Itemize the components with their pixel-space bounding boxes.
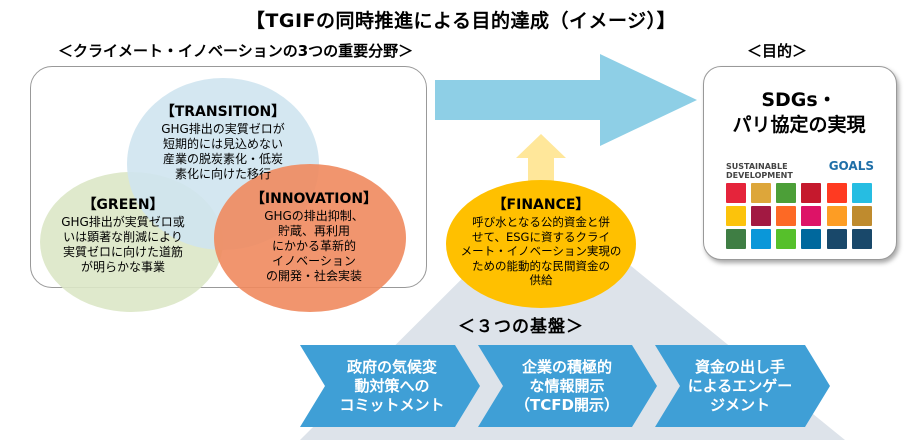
green-title: 【GREEN】 xyxy=(82,197,164,213)
green-text: 【GREEN】 GHG排出が実質ゼロ或 いは顕著な削減により 実質ゼロに向けた道… xyxy=(48,196,198,275)
sdg-tile xyxy=(826,183,847,203)
innovation-text: 【INNOVATION】 GHGの排出抑制、 貯蔵、再利用 にかかる革新的 イノ… xyxy=(234,190,394,284)
foundation-line: コミットメント xyxy=(339,396,445,414)
foundation-line: 資金の出し手 xyxy=(694,358,785,376)
sdg-tile xyxy=(826,229,847,249)
sdg-tile xyxy=(826,206,847,226)
sdg-tile xyxy=(801,183,822,203)
sdg-goals-big: GOALS xyxy=(828,159,874,173)
purpose-arrow xyxy=(435,54,697,146)
purpose-box xyxy=(703,66,897,260)
green-line: 実質ゼロに向けた道筋 xyxy=(62,245,183,259)
sdg-tile xyxy=(851,229,872,249)
transition-title: 【TRANSITION】 xyxy=(160,104,286,120)
purpose-header: ＜目的＞ xyxy=(747,42,808,60)
sdg-tile xyxy=(726,183,746,203)
sdg-tile xyxy=(751,183,772,203)
finance-title: 【FINANCE】 xyxy=(492,197,590,213)
foundation-2-text: 企業の積極的 な情報開示 （TCFD開示） xyxy=(494,358,640,415)
innovation-line: 貯蔵、再利用 xyxy=(277,224,350,238)
sdg-tile xyxy=(776,183,797,203)
sdg-tile xyxy=(776,229,797,249)
sdg-tile xyxy=(851,206,872,226)
sdg-tile xyxy=(726,229,746,249)
sdg-tile xyxy=(751,206,772,226)
foundation-1-text: 政府の気候変 動対策への コミットメント xyxy=(322,358,462,415)
foundation-line: （TCFD開示） xyxy=(515,396,619,414)
transition-line: 素化に向けた移行 xyxy=(174,167,271,181)
foundation-chevron-1 xyxy=(300,345,480,427)
foundation-line: ジメント xyxy=(709,396,770,414)
green-line: GHG排出が実質ゼロ或 xyxy=(61,215,185,229)
foundation-chevron-3 xyxy=(655,345,830,427)
areas-header: ＜クライメート・イノベーションの3つの重要分野＞ xyxy=(58,42,414,60)
foundation-line: 動対策への xyxy=(354,377,430,395)
finance-line: ための能動的な民間資金の xyxy=(472,258,610,273)
foundation-line: 企業の積極的 xyxy=(521,358,612,376)
purpose-title-line: SDGs・ xyxy=(761,89,837,111)
innovation-circle xyxy=(214,164,406,312)
transition-line: 短期的には見込めない xyxy=(162,137,283,151)
foundation-line: によるエンゲー xyxy=(687,377,793,395)
finance-line: メート・イノベーション実現の xyxy=(460,244,622,258)
sdg-goals-header: SUSTAINABLE DEVELOPMENT GOALS xyxy=(726,159,874,180)
sdg-tiles xyxy=(726,183,874,249)
foundations-header: ＜３つの基盤＞ xyxy=(458,317,584,337)
sdg-logo: SUSTAINABLE DEVELOPMENT GOALS xyxy=(726,159,874,249)
finance-line: 供給 xyxy=(529,273,553,287)
page-title: 【TGIFの同時推進による目的達成（イメージ）】 xyxy=(245,10,677,32)
sdg-tile xyxy=(726,206,746,226)
finance-line: 呼び水となる公的資金と併 xyxy=(472,215,610,229)
purpose-title: SDGs・ パリ協定の実現 xyxy=(703,88,895,138)
sdg-tile xyxy=(776,206,797,226)
innovation-title: 【INNOVATION】 xyxy=(250,191,378,207)
sdg-tile xyxy=(851,183,872,203)
foundation-chevron-2 xyxy=(478,345,657,427)
finance-up-arrow xyxy=(516,134,566,182)
innovation-line: にかかる革新的 xyxy=(271,239,356,253)
finance-circle xyxy=(446,180,636,308)
transition-line: GHG排出の実質ゼロが xyxy=(161,122,285,136)
finance-line: せて、ESGに資するクライ xyxy=(472,229,610,244)
innovation-line: GHGの排出抑制、 xyxy=(264,209,364,223)
finance-text: 【FINANCE】 呼び水となる公的資金と併 せて、ESGに資するクライ メート… xyxy=(450,196,632,288)
green-line: が明らかな事業 xyxy=(80,260,165,274)
foundation-line: な情報開示 xyxy=(529,377,605,395)
green-line: いは顕著な削減により xyxy=(63,230,183,244)
purpose-title-line: パリ協定の実現 xyxy=(732,114,866,136)
sdg-tile xyxy=(801,206,822,226)
transition-text: 【TRANSITION】 GHG排出の実質ゼロが 短期的には見込めない 産業の脱… xyxy=(127,103,319,182)
innovation-line: の開発・社会実装 xyxy=(265,269,362,283)
innovation-line: イノベーション xyxy=(272,254,356,268)
foundation-3-text: 資金の出し手 によるエンゲー ジメント xyxy=(670,358,810,415)
transition-line: 産業の脱炭素化・低炭 xyxy=(162,152,283,166)
foundation-line: 政府の気候変 xyxy=(346,358,437,376)
sdg-tile xyxy=(801,229,822,249)
sdg-goals-small: SUSTAINABLE DEVELOPMENT xyxy=(726,162,793,180)
sdg-tile xyxy=(751,229,772,249)
